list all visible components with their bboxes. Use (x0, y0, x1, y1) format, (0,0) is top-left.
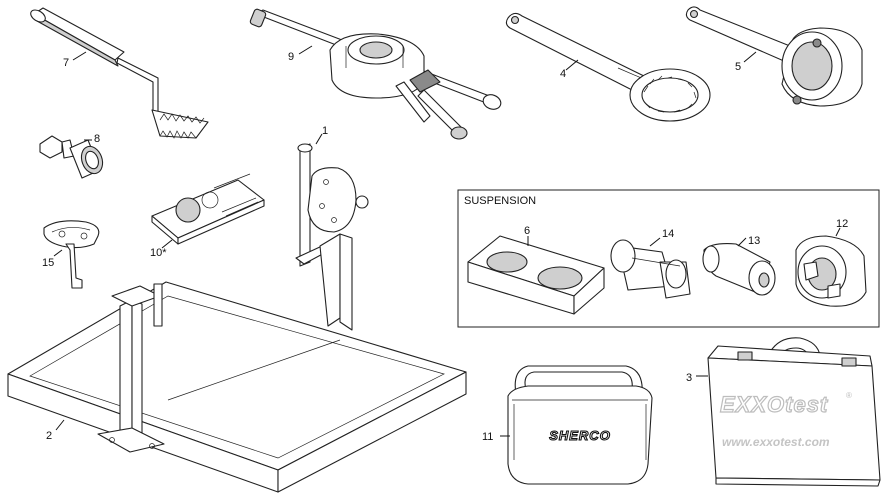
suspension-box-frame (457, 189, 880, 328)
case-website: www.exxotest.com (722, 435, 830, 449)
callout-13: 13 (748, 235, 760, 247)
case-brand-logo: EXXOtest (720, 392, 829, 417)
bag-brand-logo: SHERCO (549, 428, 611, 443)
tool-15-bracket (43, 220, 100, 289)
tool-13-sleeve (702, 243, 776, 296)
tool-6-seal-block (467, 235, 605, 315)
item-3-exxotest-case: EXXOtest ® www.exxotest.com (707, 337, 881, 487)
tool-14-bushing (610, 239, 691, 299)
item-10-manual (151, 173, 265, 245)
callout-14: 14 (662, 228, 674, 240)
callout-12: 12 (836, 218, 848, 230)
tool-1-stand (295, 143, 369, 331)
callout-2: 2 (46, 430, 52, 442)
tool-12-slotted-cup (795, 235, 867, 307)
tool-9-clamp (249, 8, 502, 140)
tool-8-adapter (39, 135, 104, 179)
callout-10: 10* (150, 247, 167, 259)
tool-7-rake-handle (30, 7, 209, 139)
callout-11: 11 (482, 431, 493, 443)
tool-5-cup-spanner (685, 6, 863, 107)
callout-3: 3 (686, 372, 692, 384)
callout-7: 7 (63, 57, 69, 69)
tool-2-tray (7, 281, 467, 493)
callout-5: 5 (735, 61, 741, 73)
item-11-tool-bag: SHERCO (507, 365, 653, 485)
callout-1: 1 (322, 125, 328, 137)
callout-4: 4 (560, 68, 566, 80)
callout-6: 6 (524, 225, 530, 237)
callout-15: 15 (42, 257, 54, 269)
suspension-group: SUSPENSION 6 14 13 (457, 189, 880, 328)
tool-4-ring-spanner (505, 12, 711, 122)
callout-8: 8 (94, 133, 100, 145)
case-registered-mark: ® (846, 391, 852, 400)
callout-9: 9 (288, 51, 294, 63)
suspension-title: SUSPENSION (464, 195, 536, 207)
